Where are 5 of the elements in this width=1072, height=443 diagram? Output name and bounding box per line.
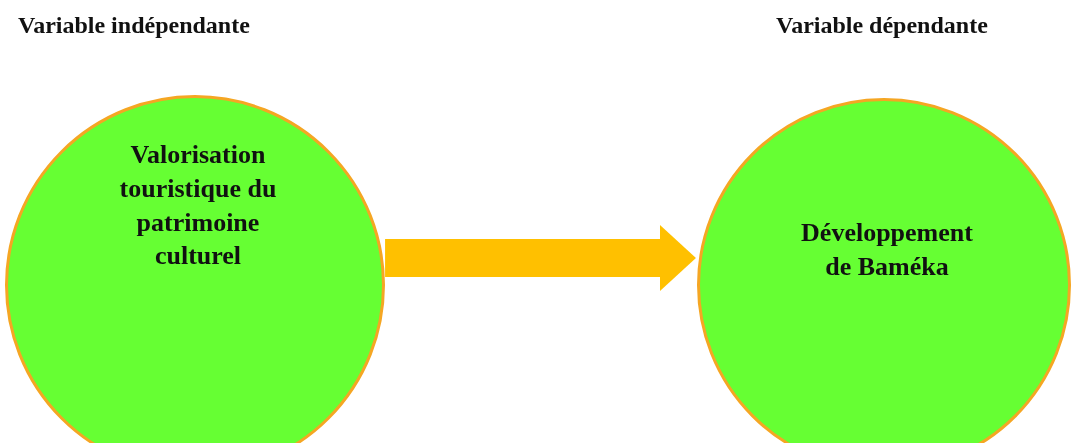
node-text: Valorisation touristique du patrimoine culturel — [118, 139, 278, 273]
heading-label: Variable indépendante — [18, 12, 250, 39]
block-arrow — [385, 225, 696, 291]
node-text: Développement de Baméka — [800, 217, 974, 283]
heading-label: Variable dépendante — [776, 12, 988, 39]
